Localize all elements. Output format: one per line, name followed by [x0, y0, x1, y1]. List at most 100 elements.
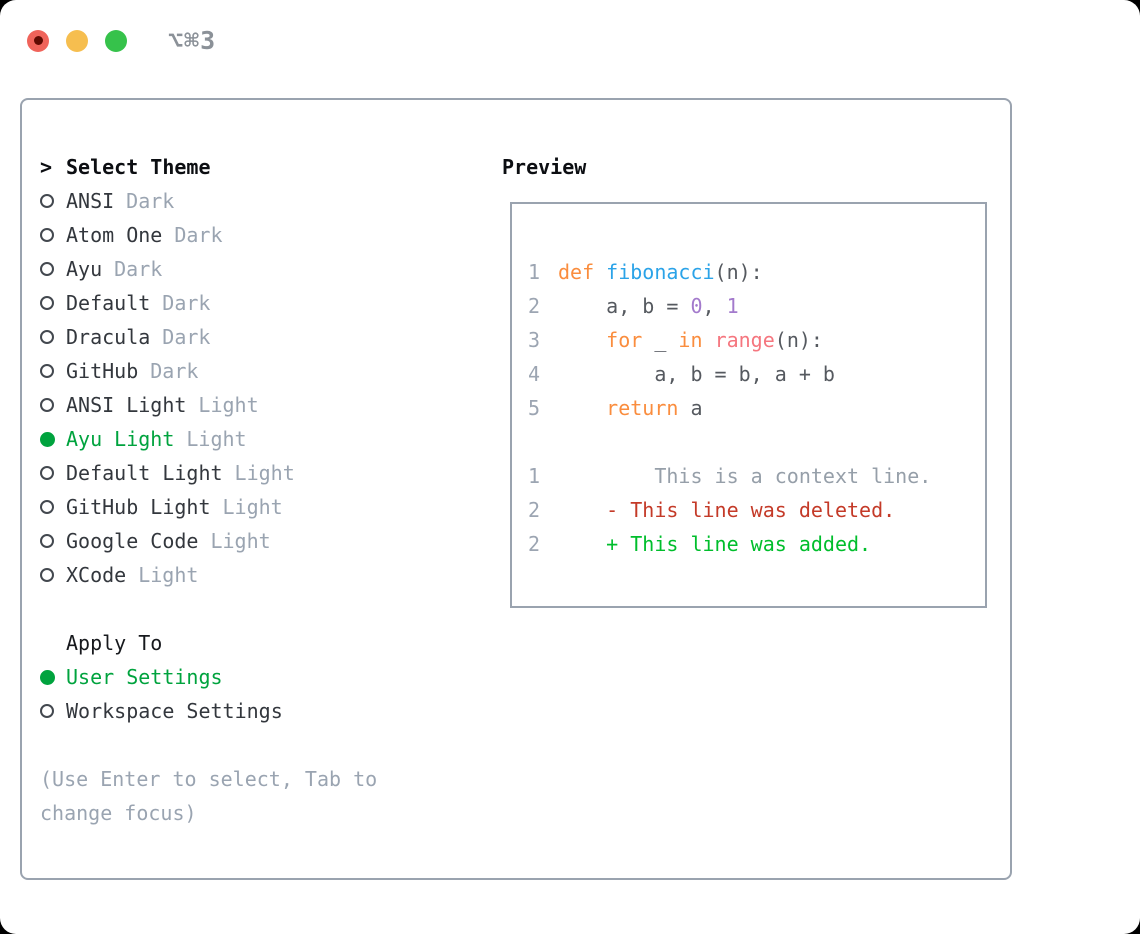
radio-icon	[40, 330, 54, 344]
line-number: 1	[528, 464, 541, 488]
radio-icon	[40, 534, 54, 548]
code-line: 4 a, b = b, a + b	[528, 357, 985, 391]
theme-option-tag: Light	[198, 393, 259, 417]
theme-option-default-light[interactable]: Default Light Light	[40, 456, 377, 490]
theme-option-tag: Dark	[150, 359, 199, 383]
radio-icon	[40, 194, 54, 208]
theme-option-tag: Light	[222, 495, 283, 519]
line-number: 2	[528, 294, 541, 318]
titlebar: ⌥⌘3	[27, 26, 216, 55]
code-line: 3 for _ in range(n):	[528, 323, 985, 357]
line-number: 2	[528, 498, 541, 522]
theme-option-dracula[interactable]: Dracula Dark	[40, 320, 377, 354]
code-line: 1 This is a context line.	[528, 459, 985, 493]
theme-option-name: ANSI Light	[66, 393, 187, 417]
prompt-icon: >	[40, 155, 53, 179]
theme-option-name: Dracula	[66, 325, 151, 349]
spacer	[40, 592, 377, 626]
apply-to-header: Apply To	[40, 626, 377, 660]
apply-option-workspace-settings[interactable]: Workspace Settings	[40, 694, 377, 728]
theme-option-name: ANSI	[66, 189, 115, 213]
theme-option-tag: Light	[234, 461, 295, 485]
theme-option-tag: Dark	[162, 325, 211, 349]
theme-option-tag: Light	[138, 563, 199, 587]
apply-option-label: Workspace Settings	[66, 699, 283, 723]
theme-option-name: GitHub Light	[66, 495, 211, 519]
theme-option-tag: Dark	[174, 223, 223, 247]
radio-icon	[40, 228, 54, 242]
unsaved-indicator-dot	[33, 36, 43, 45]
radio-icon	[40, 669, 55, 685]
code-line: 5 return a	[528, 391, 985, 425]
code-text: + This line was added.	[558, 532, 872, 556]
radio-icon	[40, 431, 55, 447]
radio-icon	[40, 296, 54, 310]
preview-box: 1 def fibonacci(n): 2 a, b = 0, 1 3 for …	[510, 202, 987, 608]
maximize-button[interactable]	[105, 29, 127, 52]
code-line	[528, 425, 985, 459]
theme-option-ansi[interactable]: ANSI Dark	[40, 184, 377, 218]
code-line: 2 - This line was deleted.	[528, 493, 985, 527]
line-number: 5	[528, 396, 541, 420]
spacer	[40, 728, 377, 762]
theme-option-tag: Dark	[114, 257, 163, 281]
theme-option-name: Default Light	[66, 461, 223, 485]
theme-option-name: Atom One	[66, 223, 163, 247]
radio-icon	[40, 398, 54, 412]
code-line: 2 a, b = 0, 1	[528, 289, 985, 323]
hint-text-line1: (Use Enter to select, Tab to	[40, 767, 378, 791]
radio-icon	[40, 704, 54, 718]
theme-option-tag: Dark	[126, 189, 175, 213]
radio-icon	[40, 568, 54, 582]
hint-text-line2: change focus)	[40, 801, 197, 825]
theme-option-google-code[interactable]: Google Code Light	[40, 524, 377, 558]
code-text: - This line was deleted.	[558, 498, 896, 522]
theme-option-github-light[interactable]: GitHub Light Light	[40, 490, 377, 524]
apply-option-user-settings[interactable]: User Settings	[40, 660, 377, 694]
apply-to-list: User Settings Workspace Settings	[40, 660, 377, 728]
theme-option-tag: Light	[210, 529, 271, 553]
theme-option-ansi-light[interactable]: ANSI Light Light	[40, 388, 377, 422]
theme-option-name: Ayu	[66, 257, 103, 281]
line-number: 4	[528, 362, 541, 386]
theme-option-ayu[interactable]: Ayu Dark	[40, 252, 377, 286]
theme-option-name: Ayu Light	[66, 427, 175, 451]
theme-option-name: Google Code	[66, 529, 199, 553]
theme-picker-column: > Select Theme ANSI Dark Atom One Dark A…	[40, 150, 377, 830]
theme-list: ANSI Dark Atom One Dark Ayu Dark Default…	[40, 184, 377, 592]
code-text: def fibonacci(n):	[558, 260, 763, 284]
theme-option-name: GitHub	[66, 359, 139, 383]
apply-option-label: User Settings	[66, 665, 223, 689]
code-line: 2 + This line was added.	[528, 527, 985, 561]
radio-icon	[40, 500, 54, 514]
radio-icon	[40, 466, 54, 480]
code-text: for _ in range(n):	[606, 328, 823, 352]
radio-icon	[40, 262, 54, 276]
theme-option-name: Default	[66, 291, 151, 315]
theme-option-default[interactable]: Default Dark	[40, 286, 377, 320]
code-text: a, b = 0, 1	[558, 294, 739, 318]
close-button[interactable]	[27, 29, 49, 52]
line-number: 2	[528, 532, 541, 556]
code-preview: 1 def fibonacci(n): 2 a, b = 0, 1 3 for …	[528, 255, 985, 561]
theme-option-ayu-light[interactable]: Ayu Light Light	[40, 422, 377, 456]
theme-option-tag: Dark	[162, 291, 211, 315]
code-text: a, b = b, a + b	[558, 362, 835, 386]
window-shortcut-label: ⌥⌘3	[168, 26, 217, 55]
theme-option-atom-one[interactable]: Atom One Dark	[40, 218, 377, 252]
code-text: This is a context line.	[558, 464, 932, 488]
preview-title: Preview	[502, 155, 587, 179]
line-number: 3	[528, 328, 541, 352]
line-number: 1	[528, 260, 541, 284]
theme-option-github[interactable]: GitHub Dark	[40, 354, 377, 388]
select-theme-title: Select Theme	[66, 155, 211, 179]
code-line: 1 def fibonacci(n):	[528, 255, 985, 289]
code-text: return a	[606, 396, 703, 420]
theme-picker-panel: > Select Theme ANSI Dark Atom One Dark A…	[20, 98, 1012, 880]
radio-icon	[40, 364, 54, 378]
minimize-button[interactable]	[66, 29, 88, 52]
theme-option-name: XCode	[66, 563, 127, 587]
theme-option-xcode[interactable]: XCode Light	[40, 558, 377, 592]
select-theme-header: > Select Theme	[40, 150, 377, 184]
